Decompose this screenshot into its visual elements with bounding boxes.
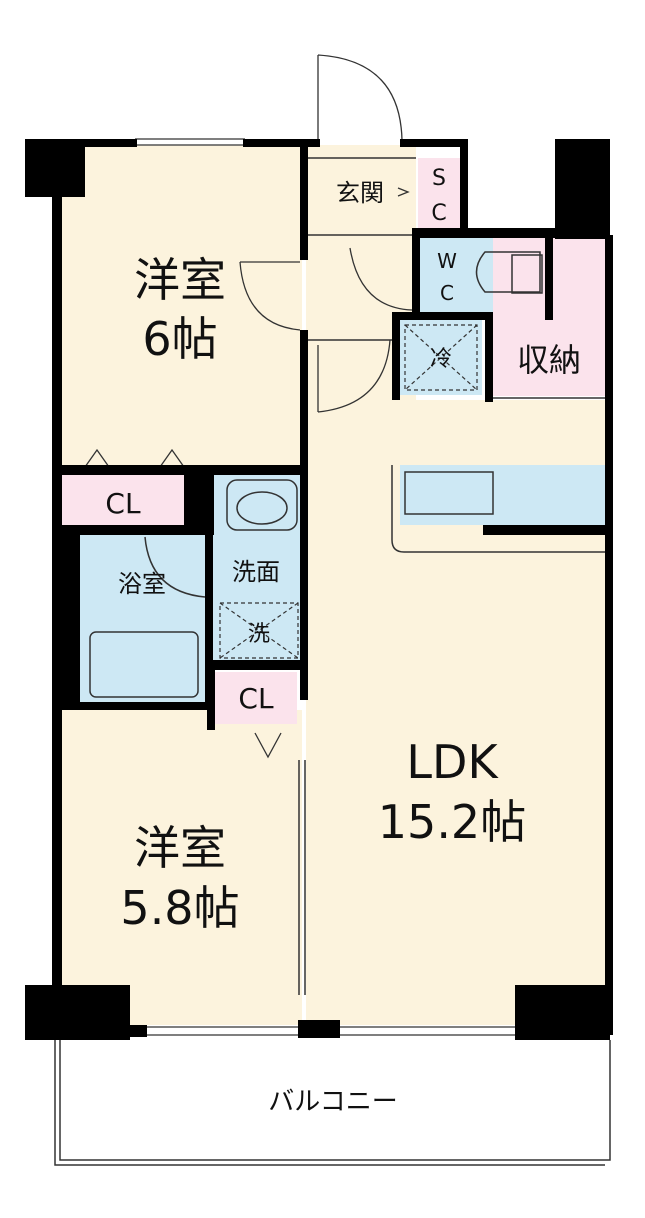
toilet-label-c: C bbox=[440, 281, 454, 305]
western2-name: 洋室 bbox=[134, 821, 226, 875]
western2-size: 5.8帖 bbox=[120, 881, 239, 935]
wall-divider-v1 bbox=[300, 145, 308, 260]
wall-toilet-top bbox=[412, 228, 557, 238]
shoe-closet bbox=[418, 158, 460, 228]
entrance-area bbox=[306, 145, 416, 235]
toilet-door-swing bbox=[349, 247, 413, 311]
wall-top-left bbox=[52, 139, 137, 147]
balcony-rail bbox=[54, 1040, 605, 1166]
wall-toilet-left bbox=[412, 228, 420, 318]
wall-sc-right bbox=[460, 139, 468, 234]
bath-label: 浴室 bbox=[118, 570, 166, 598]
kitchen-counter-edge bbox=[391, 465, 605, 553]
wall-entrance-top2 bbox=[400, 139, 465, 147]
western1-name: 洋室 bbox=[134, 253, 226, 307]
closet1-label: CL bbox=[105, 487, 141, 520]
balcony-outline bbox=[59, 1040, 611, 1161]
wall-top-right bbox=[243, 139, 306, 147]
fridge-cross-2 bbox=[404, 324, 478, 391]
entrance-label: 玄関 bbox=[336, 179, 384, 207]
wall-fridge-left bbox=[392, 312, 400, 400]
hall-door-swing bbox=[317, 339, 391, 413]
fridge-outline bbox=[404, 324, 478, 391]
wall-right bbox=[605, 235, 613, 1035]
closet2-label: CL bbox=[238, 682, 274, 715]
column-top-left bbox=[25, 139, 85, 197]
front-door-swing bbox=[317, 54, 403, 141]
closet-2 bbox=[215, 672, 297, 724]
bathroom bbox=[80, 535, 205, 705]
ldk-size: 15.2帖 bbox=[378, 795, 526, 849]
column-bottom-right bbox=[515, 985, 610, 1040]
closet-1 bbox=[62, 475, 184, 525]
shoe-closet-label-c: C bbox=[431, 201, 446, 226]
washer-pan bbox=[219, 602, 299, 659]
fridge-cross-1 bbox=[404, 324, 478, 391]
bathtub bbox=[89, 631, 199, 698]
washer-label: 洗 bbox=[248, 622, 270, 647]
wall-bottom-left bbox=[52, 1025, 147, 1037]
wall-bath-left bbox=[52, 525, 80, 710]
fridge-label: 冷 bbox=[430, 347, 452, 372]
washroom-label: 洗面 bbox=[232, 558, 280, 586]
ldk-name: LDK bbox=[406, 735, 499, 789]
wall-toilet-bottom bbox=[392, 312, 492, 320]
western-room-1 bbox=[62, 145, 302, 467]
wall-toilet-right bbox=[545, 238, 553, 320]
balcony-label: バルコニー bbox=[268, 1087, 397, 1117]
toilet-label-w: W bbox=[437, 249, 457, 273]
western1-size: 6帖 bbox=[142, 312, 217, 366]
wall-storage-left bbox=[485, 312, 493, 402]
wall-bath-right bbox=[205, 535, 213, 705]
wall-bottom-mid bbox=[298, 1020, 340, 1038]
western1-door-swing bbox=[239, 261, 301, 331]
closet1-door-1 bbox=[84, 448, 110, 468]
entrance-step-arrow bbox=[397, 187, 410, 197]
shoe-closet-label-s: S bbox=[432, 166, 446, 191]
column-top-right bbox=[555, 139, 610, 239]
wall-wash-bottom bbox=[205, 660, 305, 670]
washer-cross-2 bbox=[219, 602, 299, 659]
wall-divider-v2 bbox=[300, 330, 308, 700]
storage-label: 収納 bbox=[517, 341, 581, 379]
basin-bowl bbox=[236, 491, 288, 525]
kitchen-sink bbox=[404, 471, 494, 515]
bath-door-arc bbox=[144, 536, 206, 598]
wall-western1-bottom bbox=[52, 465, 304, 475]
wall-closet1-right bbox=[184, 465, 214, 535]
wall-closet1-bottom bbox=[52, 525, 192, 535]
toilet-tank bbox=[511, 254, 543, 294]
closet1-door-2 bbox=[159, 448, 185, 468]
wall-entrance-top bbox=[306, 139, 320, 147]
western-room-2 bbox=[62, 710, 302, 1025]
kitchen-counter bbox=[400, 465, 605, 525]
wall-bath-bottom bbox=[52, 702, 212, 710]
wall-closet2-left bbox=[207, 665, 215, 730]
wall-kitchen-end bbox=[483, 525, 605, 535]
wash-basin bbox=[226, 479, 298, 531]
washer-cross-1 bbox=[219, 602, 299, 659]
closet2-door bbox=[254, 732, 282, 759]
toilet-bowl bbox=[475, 251, 541, 293]
